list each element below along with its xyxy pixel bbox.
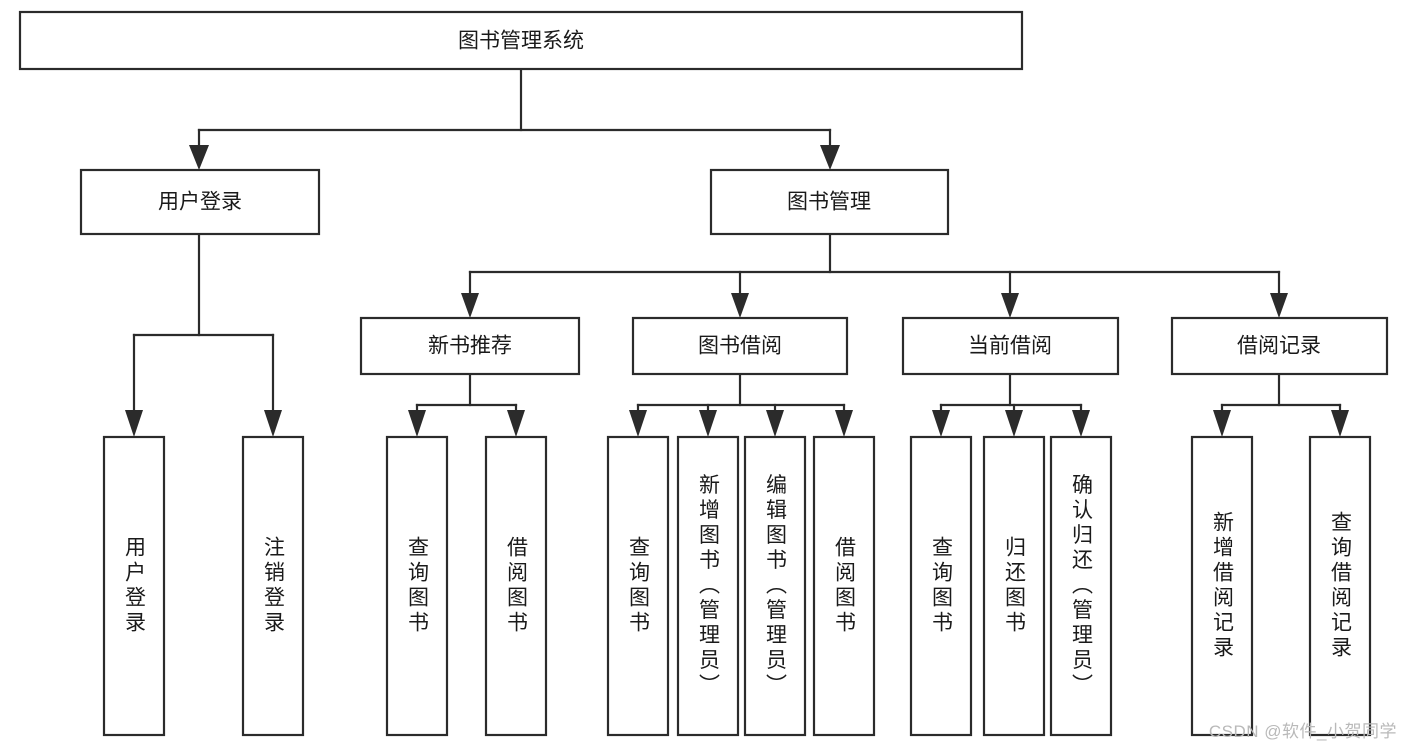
leaf-borrow-book[interactable]: 借阅图书 — [812, 435, 876, 737]
node-user-login-box[interactable] — [79, 168, 321, 236]
node-new-book-recommend-label: 新书推荐 — [428, 335, 512, 358]
node-root-label: 图书管理系统 — [458, 30, 584, 53]
arrow-newbook-leaf-2 — [507, 410, 525, 437]
leaf-confirm-return-admin-box[interactable] — [1049, 435, 1113, 737]
leaf-logout-box[interactable] — [241, 435, 305, 737]
leaf-query-book-current[interactable]: 查询图书 — [909, 435, 973, 737]
leaf-query-book-borrow[interactable]: 查询图书 — [606, 435, 670, 737]
arrow-record-leaf-2 — [1331, 410, 1349, 437]
arrow-bookmgmt-to-record — [1270, 293, 1288, 318]
arrow-current-leaf-2 — [1005, 410, 1023, 437]
node-user-login-label: 用户登录 — [158, 191, 242, 214]
node-current-borrow-label: 当前借阅 — [968, 335, 1052, 358]
arrow-userlogin-leaf-2 — [264, 410, 282, 437]
leaf-query-book-newbook-box[interactable] — [385, 435, 449, 737]
leaf-query-borrow-record[interactable]: 查询借阅记录 — [1308, 435, 1372, 737]
node-book-borrow-label: 图书借阅 — [698, 335, 782, 358]
arrow-bookmgmt-to-current — [1001, 293, 1019, 318]
leaf-add-book-admin-box[interactable] — [676, 435, 740, 737]
leaf-return-book-label: 归还图书 — [1003, 536, 1027, 636]
node-new-book-recommend-box[interactable] — [359, 316, 581, 376]
leaf-add-book-admin-label: 新增图书（管理员） — [697, 474, 721, 699]
node-book-borrow[interactable]: 图书借阅 — [631, 316, 849, 376]
arrow-borrow-leaf-4 — [835, 410, 853, 437]
node-current-borrow[interactable]: 当前借阅 — [901, 316, 1120, 376]
arrow-record-leaf-1 — [1213, 410, 1231, 437]
leaf-add-borrow-record-label: 新增借阅记录 — [1211, 511, 1235, 661]
leaf-query-book-borrow-label: 查询图书 — [627, 536, 651, 636]
leaf-query-book-current-label: 查询图书 — [930, 536, 954, 636]
leaf-borrow-book-newbook[interactable]: 借阅图书 — [484, 435, 548, 737]
node-borrow-record[interactable]: 借阅记录 — [1170, 316, 1389, 376]
leaf-edit-book-admin-label: 编辑图书（管理员） — [764, 474, 788, 699]
arrow-borrow-leaf-2 — [699, 410, 717, 437]
arrow-borrow-leaf-3 — [766, 410, 784, 437]
leaf-add-borrow-record-box[interactable] — [1190, 435, 1254, 737]
node-book-management[interactable]: 图书管理 — [709, 168, 950, 236]
leaf-logout-label: 注销登录 — [262, 536, 286, 636]
arrow-userlogin-leaf-1 — [125, 410, 143, 437]
leaf-user-login[interactable]: 用户登录 — [102, 435, 166, 737]
arrow-current-leaf-1 — [932, 410, 950, 437]
node-book-management-box[interactable] — [709, 168, 950, 236]
leaf-confirm-return-admin[interactable]: 确认归还（管理员） — [1049, 435, 1113, 737]
leaf-add-borrow-record[interactable]: 新增借阅记录 — [1190, 435, 1254, 737]
node-root[interactable]: 图书管理系统 — [18, 10, 1024, 71]
node-current-borrow-box[interactable] — [901, 316, 1120, 376]
arrow-root-to-book-mgmt — [820, 145, 840, 170]
node-borrow-record-box[interactable] — [1170, 316, 1389, 376]
leaf-edit-book-admin[interactable]: 编辑图书（管理员） — [743, 435, 807, 737]
leaf-query-book-borrow-box[interactable] — [606, 435, 670, 737]
leaf-query-borrow-record-box[interactable] — [1308, 435, 1372, 737]
leaf-query-book-newbook[interactable]: 查询图书 — [385, 435, 449, 737]
leaf-user-login-label: 用户登录 — [123, 536, 147, 636]
arrow-newbook-leaf-1 — [408, 410, 426, 437]
leaf-query-book-current-box[interactable] — [909, 435, 973, 737]
node-root-box[interactable] — [18, 10, 1024, 71]
leaf-borrow-book-newbook-label: 借阅图书 — [505, 536, 529, 636]
leaf-query-borrow-record-label: 查询借阅记录 — [1329, 511, 1353, 661]
node-book-management-label: 图书管理 — [787, 191, 871, 214]
node-borrow-record-label: 借阅记录 — [1237, 335, 1321, 358]
leaf-edit-book-admin-box[interactable] — [743, 435, 807, 737]
node-user-login[interactable]: 用户登录 — [79, 168, 321, 236]
leaf-borrow-book-label: 借阅图书 — [833, 536, 857, 636]
connector-layer — [125, 67, 1349, 437]
leaf-borrow-book-box[interactable] — [812, 435, 876, 737]
arrow-bookmgmt-to-borrow — [731, 293, 749, 318]
arrow-bookmgmt-to-newbook — [461, 293, 479, 318]
leaf-add-book-admin[interactable]: 新增图书（管理员） — [676, 435, 740, 737]
leaf-query-book-newbook-label: 查询图书 — [406, 536, 430, 636]
arrow-root-to-user-login — [189, 145, 209, 170]
node-new-book-recommend[interactable]: 新书推荐 — [359, 316, 581, 376]
leaf-borrow-book-newbook-box[interactable] — [484, 435, 548, 737]
leaf-confirm-return-admin-label: 确认归还（管理员） — [1070, 474, 1094, 699]
arrow-current-leaf-3 — [1072, 410, 1090, 437]
leaf-return-book[interactable]: 归还图书 — [982, 435, 1046, 737]
leaf-logout[interactable]: 注销登录 — [241, 435, 305, 737]
leaf-return-book-box[interactable] — [982, 435, 1046, 737]
arrow-borrow-leaf-1 — [629, 410, 647, 437]
leaf-user-login-box[interactable] — [102, 435, 166, 737]
node-book-borrow-box[interactable] — [631, 316, 849, 376]
